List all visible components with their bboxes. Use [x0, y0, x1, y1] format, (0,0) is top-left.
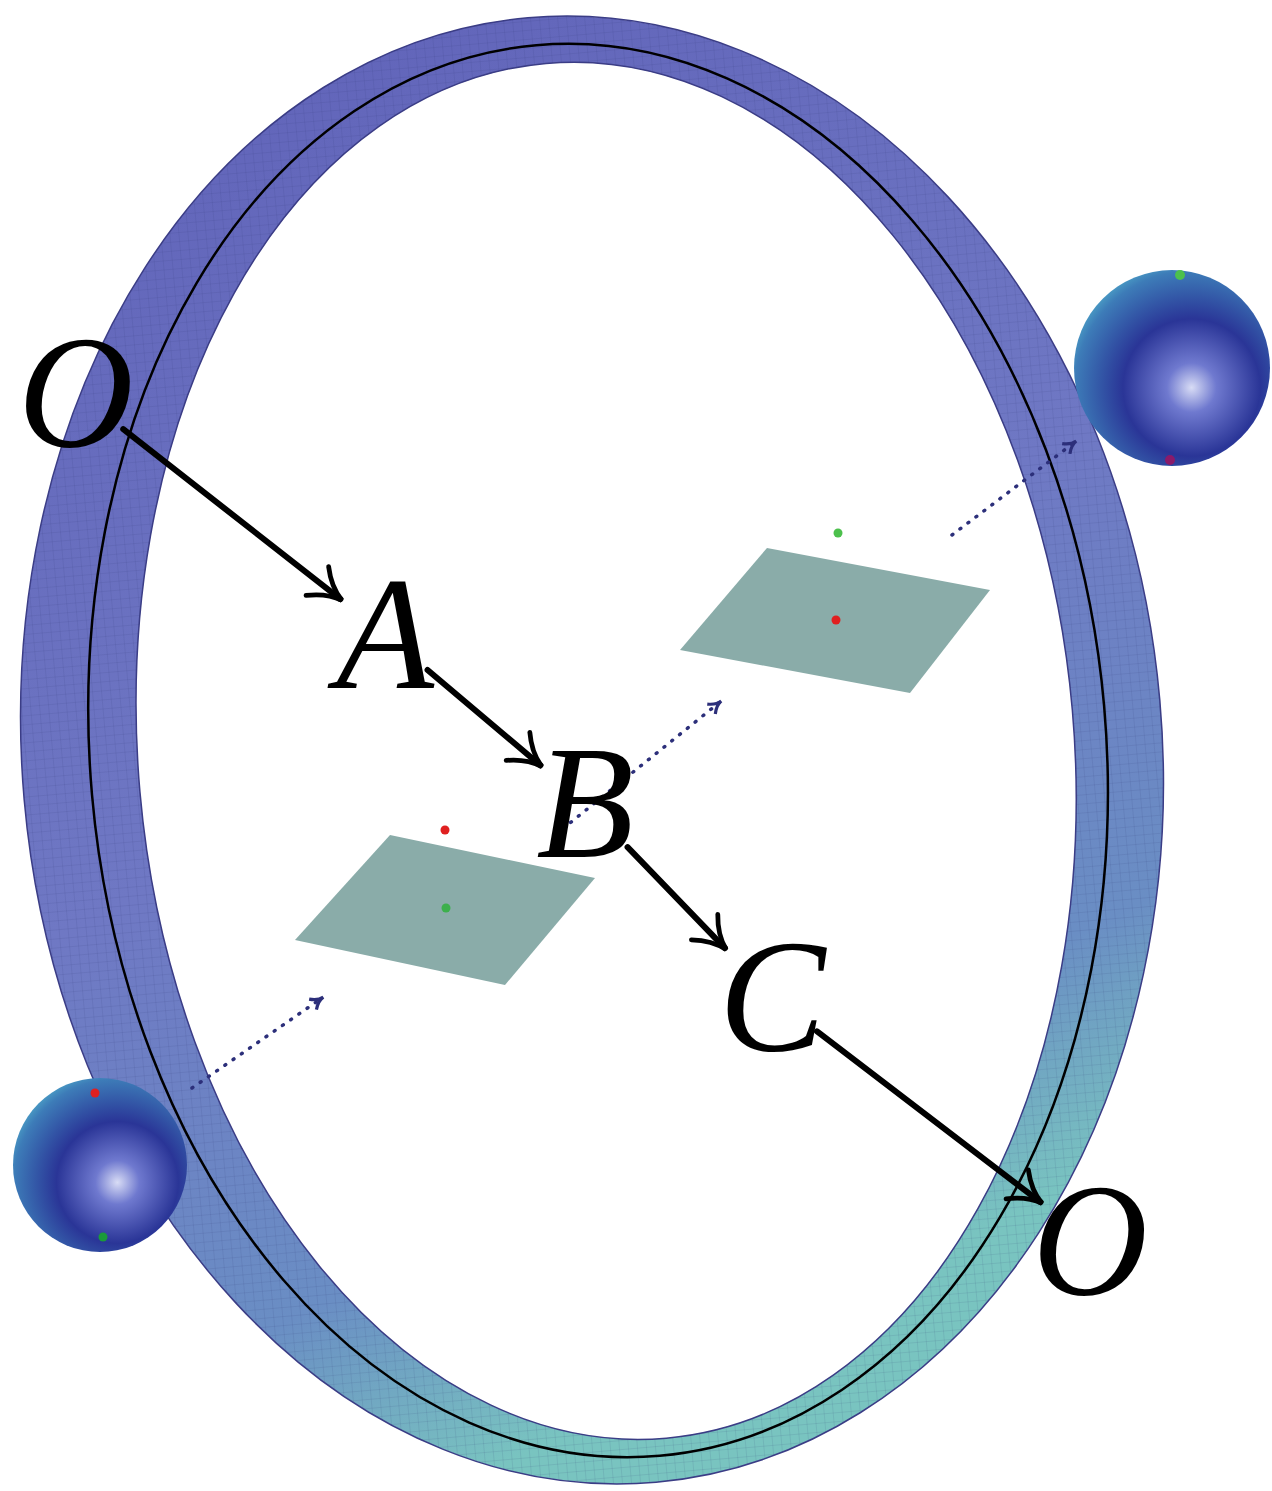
point-letter: O — [18, 303, 134, 481]
point-label: B — [522, 719, 648, 887]
point-label: A — [322, 550, 448, 718]
center-line — [30, 1, 1166, 1491]
flow-arrow — [817, 1031, 1040, 1202]
tangent-plane — [680, 529, 990, 694]
sphere — [1074, 270, 1270, 466]
flow-arrow — [428, 670, 541, 765]
point-label: O — [1018, 1156, 1162, 1324]
flow-arrow — [123, 429, 340, 599]
point-label: C — [705, 913, 840, 1081]
point-letter: O — [1032, 1151, 1148, 1329]
point-letter: C — [719, 908, 826, 1086]
dotted-arrow — [192, 442, 1075, 1088]
point-letter: B — [536, 714, 634, 892]
flow-arrow — [628, 847, 725, 948]
point-letter: A — [336, 545, 434, 723]
sphere — [13, 1078, 187, 1252]
twisted-band — [0, 0, 1224, 1491]
point-label: O — [4, 308, 148, 476]
